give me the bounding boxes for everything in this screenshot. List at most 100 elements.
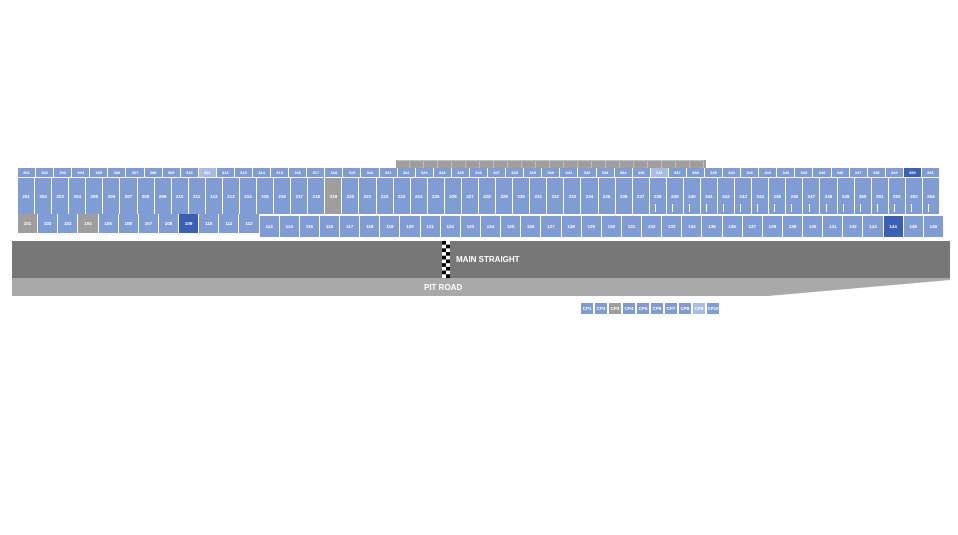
section-239[interactable]: 239 — [666, 178, 684, 214]
section-252[interactable]: 252 — [888, 178, 906, 214]
section-328[interactable]: 328 — [506, 168, 525, 177]
section-113[interactable]: 113 — [259, 216, 280, 237]
section-320[interactable]: 320 — [361, 168, 380, 177]
section-339[interactable]: 339 — [704, 168, 724, 177]
section-330[interactable]: 330 — [542, 168, 561, 177]
section-CP7[interactable]: CP7 — [664, 302, 678, 315]
section-321[interactable]: 321 — [379, 168, 398, 177]
section-208[interactable]: 208 — [137, 178, 155, 214]
section-340[interactable]: 340 — [723, 168, 742, 177]
section-323[interactable]: 323 — [415, 168, 434, 177]
section-309[interactable]: 309 — [162, 168, 181, 177]
section-CP3[interactable]: CP3 — [608, 302, 622, 315]
section-306[interactable]: 306 — [108, 168, 127, 177]
section-212[interactable]: 212 — [205, 178, 223, 214]
section-103[interactable]: 103 — [58, 214, 79, 233]
section-127[interactable]: 127 — [541, 216, 562, 237]
section-114[interactable]: 114 — [279, 216, 300, 237]
section-345[interactable]: 345 — [813, 168, 832, 177]
section-139[interactable]: 139 — [782, 216, 804, 237]
section-CP1[interactable]: CP1 — [580, 302, 594, 315]
section-308[interactable]: 308 — [144, 168, 163, 177]
section-204[interactable]: 204 — [69, 178, 87, 214]
section-233[interactable]: 233 — [564, 178, 582, 214]
section-302[interactable]: 302 — [36, 168, 55, 177]
section-117[interactable]: 117 — [340, 216, 361, 237]
section-341[interactable]: 341 — [741, 168, 760, 177]
section-325[interactable]: 325 — [451, 168, 470, 177]
section-128[interactable]: 128 — [561, 216, 582, 237]
section-215[interactable]: 215 — [257, 178, 275, 214]
section-236[interactable]: 236 — [615, 178, 633, 214]
section-CP10[interactable]: CP10 — [706, 302, 720, 315]
section-120[interactable]: 120 — [400, 216, 421, 237]
section-310[interactable]: 310 — [180, 168, 199, 177]
section-245[interactable]: 245 — [769, 178, 787, 214]
section-145[interactable]: 145 — [903, 216, 924, 237]
section-123[interactable]: 123 — [460, 216, 481, 237]
section-240[interactable]: 240 — [683, 178, 701, 214]
section-111[interactable]: 111 — [219, 214, 240, 233]
section-235[interactable]: 235 — [598, 178, 616, 214]
section-106[interactable]: 106 — [118, 214, 139, 233]
section-344[interactable]: 344 — [795, 168, 814, 177]
section-242[interactable]: 242 — [718, 178, 736, 214]
section-349[interactable]: 349 — [885, 168, 904, 177]
section-CP6[interactable]: CP6 — [650, 302, 664, 315]
section-209[interactable]: 209 — [154, 178, 172, 214]
section-319[interactable]: 319 — [343, 168, 362, 177]
section-304[interactable]: 304 — [72, 168, 91, 177]
section-138[interactable]: 138 — [762, 216, 783, 237]
section-226[interactable]: 226 — [444, 178, 462, 214]
section-317[interactable]: 317 — [307, 168, 326, 177]
section-237[interactable]: 237 — [632, 178, 650, 214]
section-133[interactable]: 133 — [662, 216, 683, 237]
section-112[interactable]: 112 — [239, 214, 260, 233]
section-231[interactable]: 231 — [530, 178, 548, 214]
section-305[interactable]: 305 — [90, 168, 109, 177]
section-140[interactable]: 140 — [803, 216, 824, 237]
section-CP5[interactable]: CP5 — [636, 302, 650, 315]
section-303[interactable]: 303 — [54, 168, 73, 177]
section-225[interactable]: 225 — [427, 178, 445, 214]
section-346[interactable]: 346 — [831, 168, 850, 177]
section-126[interactable]: 126 — [521, 216, 542, 237]
section-136[interactable]: 136 — [722, 216, 743, 237]
section-251[interactable]: 251 — [871, 178, 889, 214]
section-116[interactable]: 116 — [319, 216, 341, 237]
section-250[interactable]: 250 — [854, 178, 872, 214]
section-312[interactable]: 312 — [216, 168, 235, 177]
section-211[interactable]: 211 — [188, 178, 206, 214]
section-248[interactable]: 248 — [820, 178, 838, 214]
section-109[interactable]: 109 — [179, 214, 200, 233]
section-243[interactable]: 243 — [735, 178, 753, 214]
section-301[interactable]: 301 — [18, 168, 37, 177]
section-254[interactable]: 254 — [922, 178, 940, 214]
section-CP9[interactable]: CP9 — [692, 302, 706, 315]
section-244[interactable]: 244 — [752, 178, 770, 214]
section-119[interactable]: 119 — [380, 216, 401, 237]
section-135[interactable]: 135 — [702, 216, 723, 237]
section-347[interactable]: 347 — [849, 168, 868, 177]
section-143[interactable]: 143 — [863, 216, 884, 237]
section-108[interactable]: 108 — [158, 214, 180, 233]
section-134[interactable]: 134 — [682, 216, 703, 237]
section-217[interactable]: 217 — [291, 178, 309, 214]
section-CP8[interactable]: CP8 — [678, 302, 692, 315]
section-206[interactable]: 206 — [103, 178, 121, 214]
section-210[interactable]: 210 — [171, 178, 189, 214]
section-129[interactable]: 129 — [581, 216, 602, 237]
section-213[interactable]: 213 — [222, 178, 240, 214]
section-105[interactable]: 105 — [98, 214, 119, 233]
section-122[interactable]: 122 — [440, 216, 461, 237]
section-334[interactable]: 334 — [614, 168, 633, 177]
section-125[interactable]: 125 — [501, 216, 522, 237]
section-332[interactable]: 332 — [578, 168, 597, 177]
section-224[interactable]: 224 — [410, 178, 428, 214]
section-327[interactable]: 327 — [488, 168, 507, 177]
section-311[interactable]: 311 — [198, 168, 217, 177]
section-228[interactable]: 228 — [479, 178, 497, 214]
section-216[interactable]: 216 — [274, 178, 292, 214]
section-101[interactable]: 101 — [18, 214, 39, 233]
section-234[interactable]: 234 — [581, 178, 599, 214]
